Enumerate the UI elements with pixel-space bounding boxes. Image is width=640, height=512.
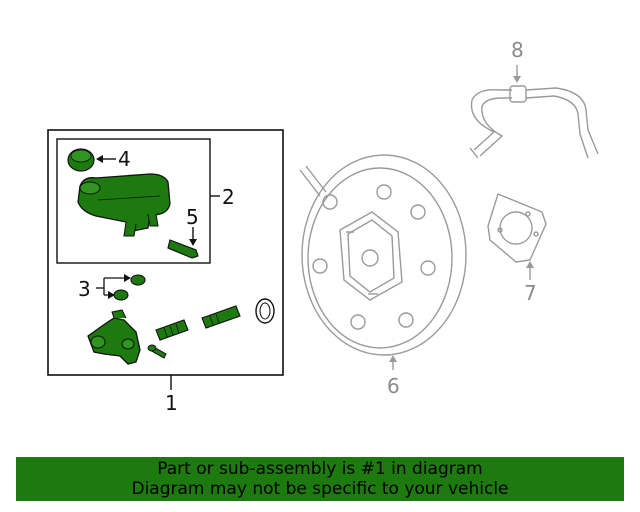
callout-4-arrow (96, 155, 103, 163)
callout-2: 2 (222, 185, 235, 209)
parts-diagram: 1 2 4 5 3 (47, 38, 599, 415)
seal-ring (255, 298, 275, 324)
callout-6: 6 (387, 374, 400, 398)
callout-7: 7 (524, 281, 537, 305)
callout-3: 3 (78, 277, 91, 301)
callout-4: 4 (118, 147, 131, 171)
callout-5: 5 (186, 205, 199, 229)
primary-piston (155, 319, 189, 341)
callout-6-arrow (389, 355, 397, 362)
mounting-bolt (147, 344, 167, 359)
banner-line-2: Diagram may not be specific to your vehi… (131, 479, 509, 499)
brake-booster (299, 154, 467, 356)
brake-fluid-reservoir (77, 173, 171, 237)
booster-gasket (487, 193, 547, 263)
callout-1: 1 (165, 391, 178, 415)
callout-7-arrow (526, 261, 534, 268)
master-cylinder (87, 309, 141, 365)
reservoir-cap (67, 148, 95, 172)
level-sensor (167, 239, 199, 259)
vacuum-hose (469, 85, 599, 159)
assembly-1-box (47, 129, 284, 376)
callout-3-arrow-bottom (108, 291, 115, 299)
callout-5-arrow (189, 239, 197, 246)
callout-3-arrow-top (124, 274, 131, 282)
secondary-piston (201, 305, 241, 329)
callout-8: 8 (511, 38, 524, 62)
info-banner: Part or sub-assembly is #1 in diagram Di… (16, 457, 624, 501)
callout-8-arrow (513, 76, 521, 83)
reservoir-box (56, 138, 211, 264)
banner-line-1: Part or sub-assembly is #1 in diagram (157, 459, 483, 479)
